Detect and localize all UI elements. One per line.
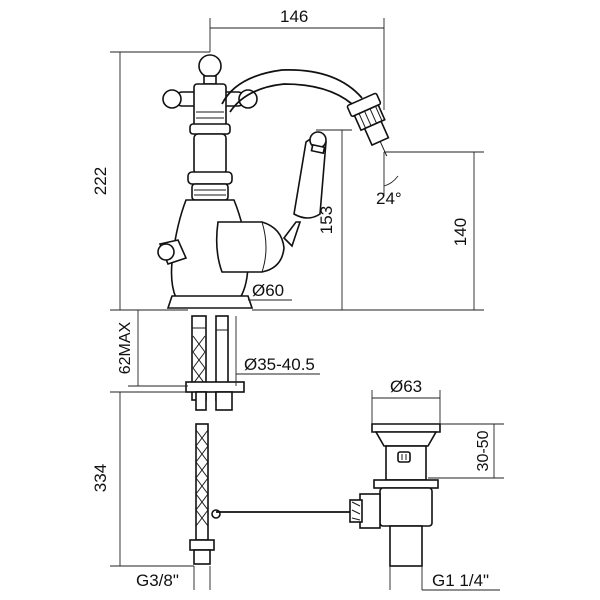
dim-waste-thread-label: G1 1/4" — [432, 571, 489, 590]
dim-hose-thread-label: G3/8" — [136, 571, 179, 590]
dim-handle-height-label: 153 — [317, 206, 336, 234]
dim-spout-height-label: 140 — [451, 218, 470, 246]
dim-width-top-label: 146 — [280, 7, 308, 26]
dim-waste-height-label: 30-50 — [475, 430, 492, 471]
dimension-lines — [110, 18, 504, 591]
dim-base-diameter-label: Ø60 — [252, 281, 284, 300]
faucet-body — [157, 54, 390, 309]
dim-spout-angle-label: 24° — [376, 189, 402, 208]
dim-hose-length-label: 334 — [91, 464, 110, 492]
dim-shank-max-label: 62MAX — [117, 321, 134, 374]
pop-up-waste — [349, 423, 441, 567]
dim-height-total-label: 222 — [91, 167, 110, 195]
dim-waste-diameter-label: Ø63 — [390, 377, 422, 396]
dim-hole-diameter-label: Ø35-40.5 — [244, 355, 315, 374]
mounting-shank — [185, 315, 352, 565]
